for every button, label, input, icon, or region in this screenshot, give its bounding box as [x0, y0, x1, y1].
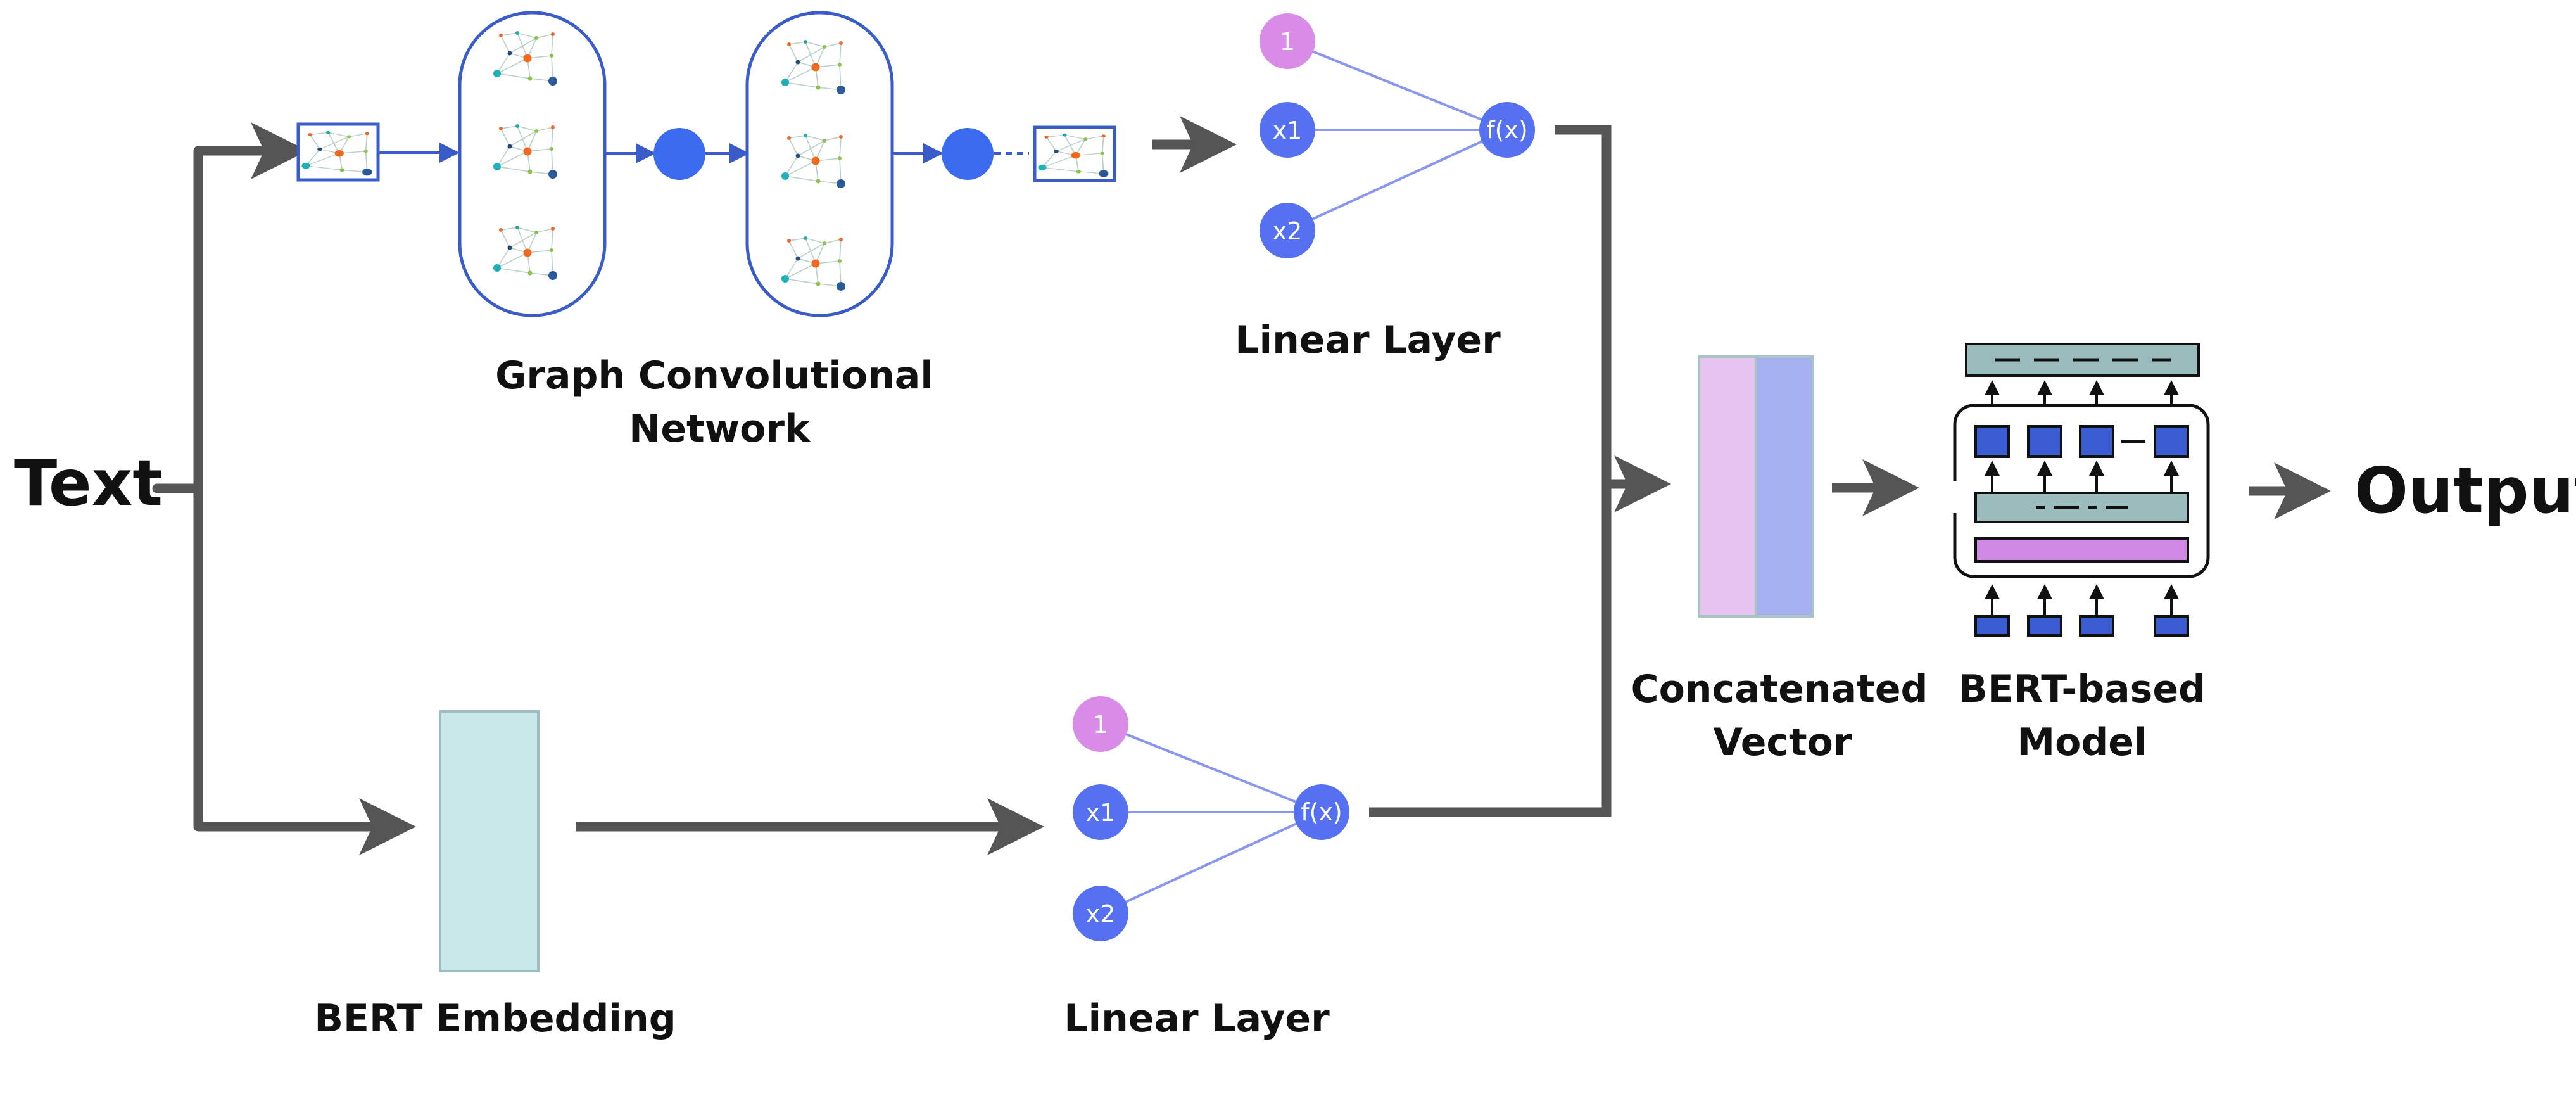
bert-embedding: BERT Embedding: [314, 710, 676, 1041]
input-node-x2-label: x2: [1273, 217, 1303, 245]
input-node-x1-label: x1: [1086, 799, 1116, 827]
aggregation-node: [942, 128, 994, 180]
aggregation-node: [653, 128, 705, 180]
input-node-x1: [1073, 784, 1128, 840]
input-token: [2154, 615, 2189, 637]
input-token: [1974, 615, 2010, 637]
bert-based-model: BERT-based Model: [1950, 343, 2210, 765]
input-token: [2027, 615, 2062, 637]
main-connectors: [152, 116, 2331, 855]
hidden-token: [2154, 425, 2189, 458]
concat-label-line2: Vector: [1714, 720, 1852, 765]
embedding-block: [439, 710, 540, 972]
hidden-token: [2079, 425, 2114, 458]
input-node-x2-label: x2: [1086, 900, 1116, 928]
concat-segment-pink: [1698, 355, 1757, 618]
bert-model-label-line1: BERT-based: [1959, 667, 2206, 711]
input-token: [2079, 615, 2114, 637]
gcn-layer-1: [458, 11, 607, 317]
output-node-fx-label: f(x): [1301, 798, 1342, 826]
input-node-x2: [1073, 886, 1128, 941]
bias-node-label: 1: [1093, 711, 1108, 739]
input-node-x1-label: x1: [1273, 117, 1303, 144]
gcn-layer-2: [745, 11, 894, 317]
linear-layer-top: 1 x1 x2 f(x) Linear Layer: [1235, 13, 1535, 362]
bias-node-label: 1: [1280, 28, 1295, 56]
output-node-fx: [1294, 784, 1349, 840]
input-node-x2: [1260, 203, 1315, 258]
bias-node: [1073, 696, 1128, 752]
bert-embedding-label: BERT Embedding: [314, 996, 676, 1041]
bert-attention-bar: [1974, 492, 2189, 523]
bert-model-label-line2: Model: [2017, 720, 2147, 765]
output-node-fx: [1479, 102, 1535, 158]
linear-layer-top-label: Linear Layer: [1235, 318, 1501, 362]
output-label: Output: [2354, 454, 2576, 528]
linear-layer-bottom: 1 x1 x2 f(x) Linear Layer: [1064, 696, 1349, 1041]
gcn-label-line2: Network: [629, 407, 811, 451]
hidden-token: [1974, 425, 2010, 458]
bias-node: [1260, 13, 1315, 69]
bert-embedding-bar: [1974, 537, 2189, 563]
concatenated-vector: Concatenated Vector: [1631, 355, 1928, 765]
input-node-x1: [1260, 102, 1315, 158]
concat-label-line1: Concatenated: [1631, 667, 1928, 711]
concat-segment-blue: [1755, 355, 1814, 618]
gcn-label-line1: Graph Convolutional: [495, 353, 933, 398]
graph-convolutional-network: Graph Convolutional Network: [296, 11, 1116, 451]
output-node-fx-label: f(x): [1486, 116, 1528, 144]
hidden-token: [2027, 425, 2062, 458]
merge-line: [1369, 125, 1612, 817]
input-label: Text: [14, 446, 163, 520]
linear-layer-bottom-label: Linear Layer: [1064, 996, 1330, 1041]
